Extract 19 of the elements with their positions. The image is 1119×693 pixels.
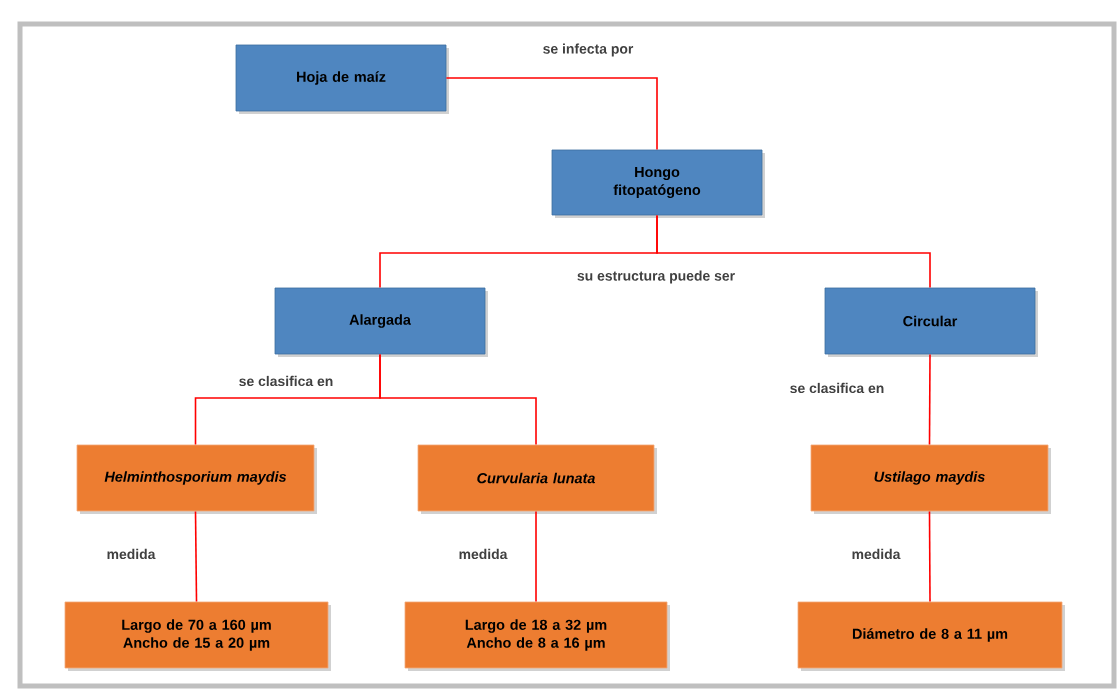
classification-box: Ustilago maydis [810,444,1049,512]
connector-line [928,510,931,603]
classification-box: Helminthosporium maydis [76,444,315,512]
concept-box: Alargada [274,287,486,355]
classification-box: Diámetro de 8 a 11 µm [797,601,1063,669]
connector-line [194,510,198,603]
concept-box: Hoja de maíz [235,44,447,112]
classification-box: Largo de 70 a 160 µm Ancho de 15 a 20 µm [64,601,329,669]
classification-box: Largo de 18 a 32 µm Ancho de 8 a 16 µm [404,601,668,669]
concept-box: Hongo fitopatógeno [551,149,763,216]
classification-box: Curvularia lunata [417,444,655,512]
connector-line [379,353,537,446]
edge-label: se infecta por [541,42,635,58]
connector-line [535,510,537,603]
connector-line [656,214,931,289]
connector-line [445,77,658,151]
edge-label: su estructura puede ser [575,269,737,285]
concept-box: Circular [824,287,1036,355]
connector-line [928,353,931,446]
